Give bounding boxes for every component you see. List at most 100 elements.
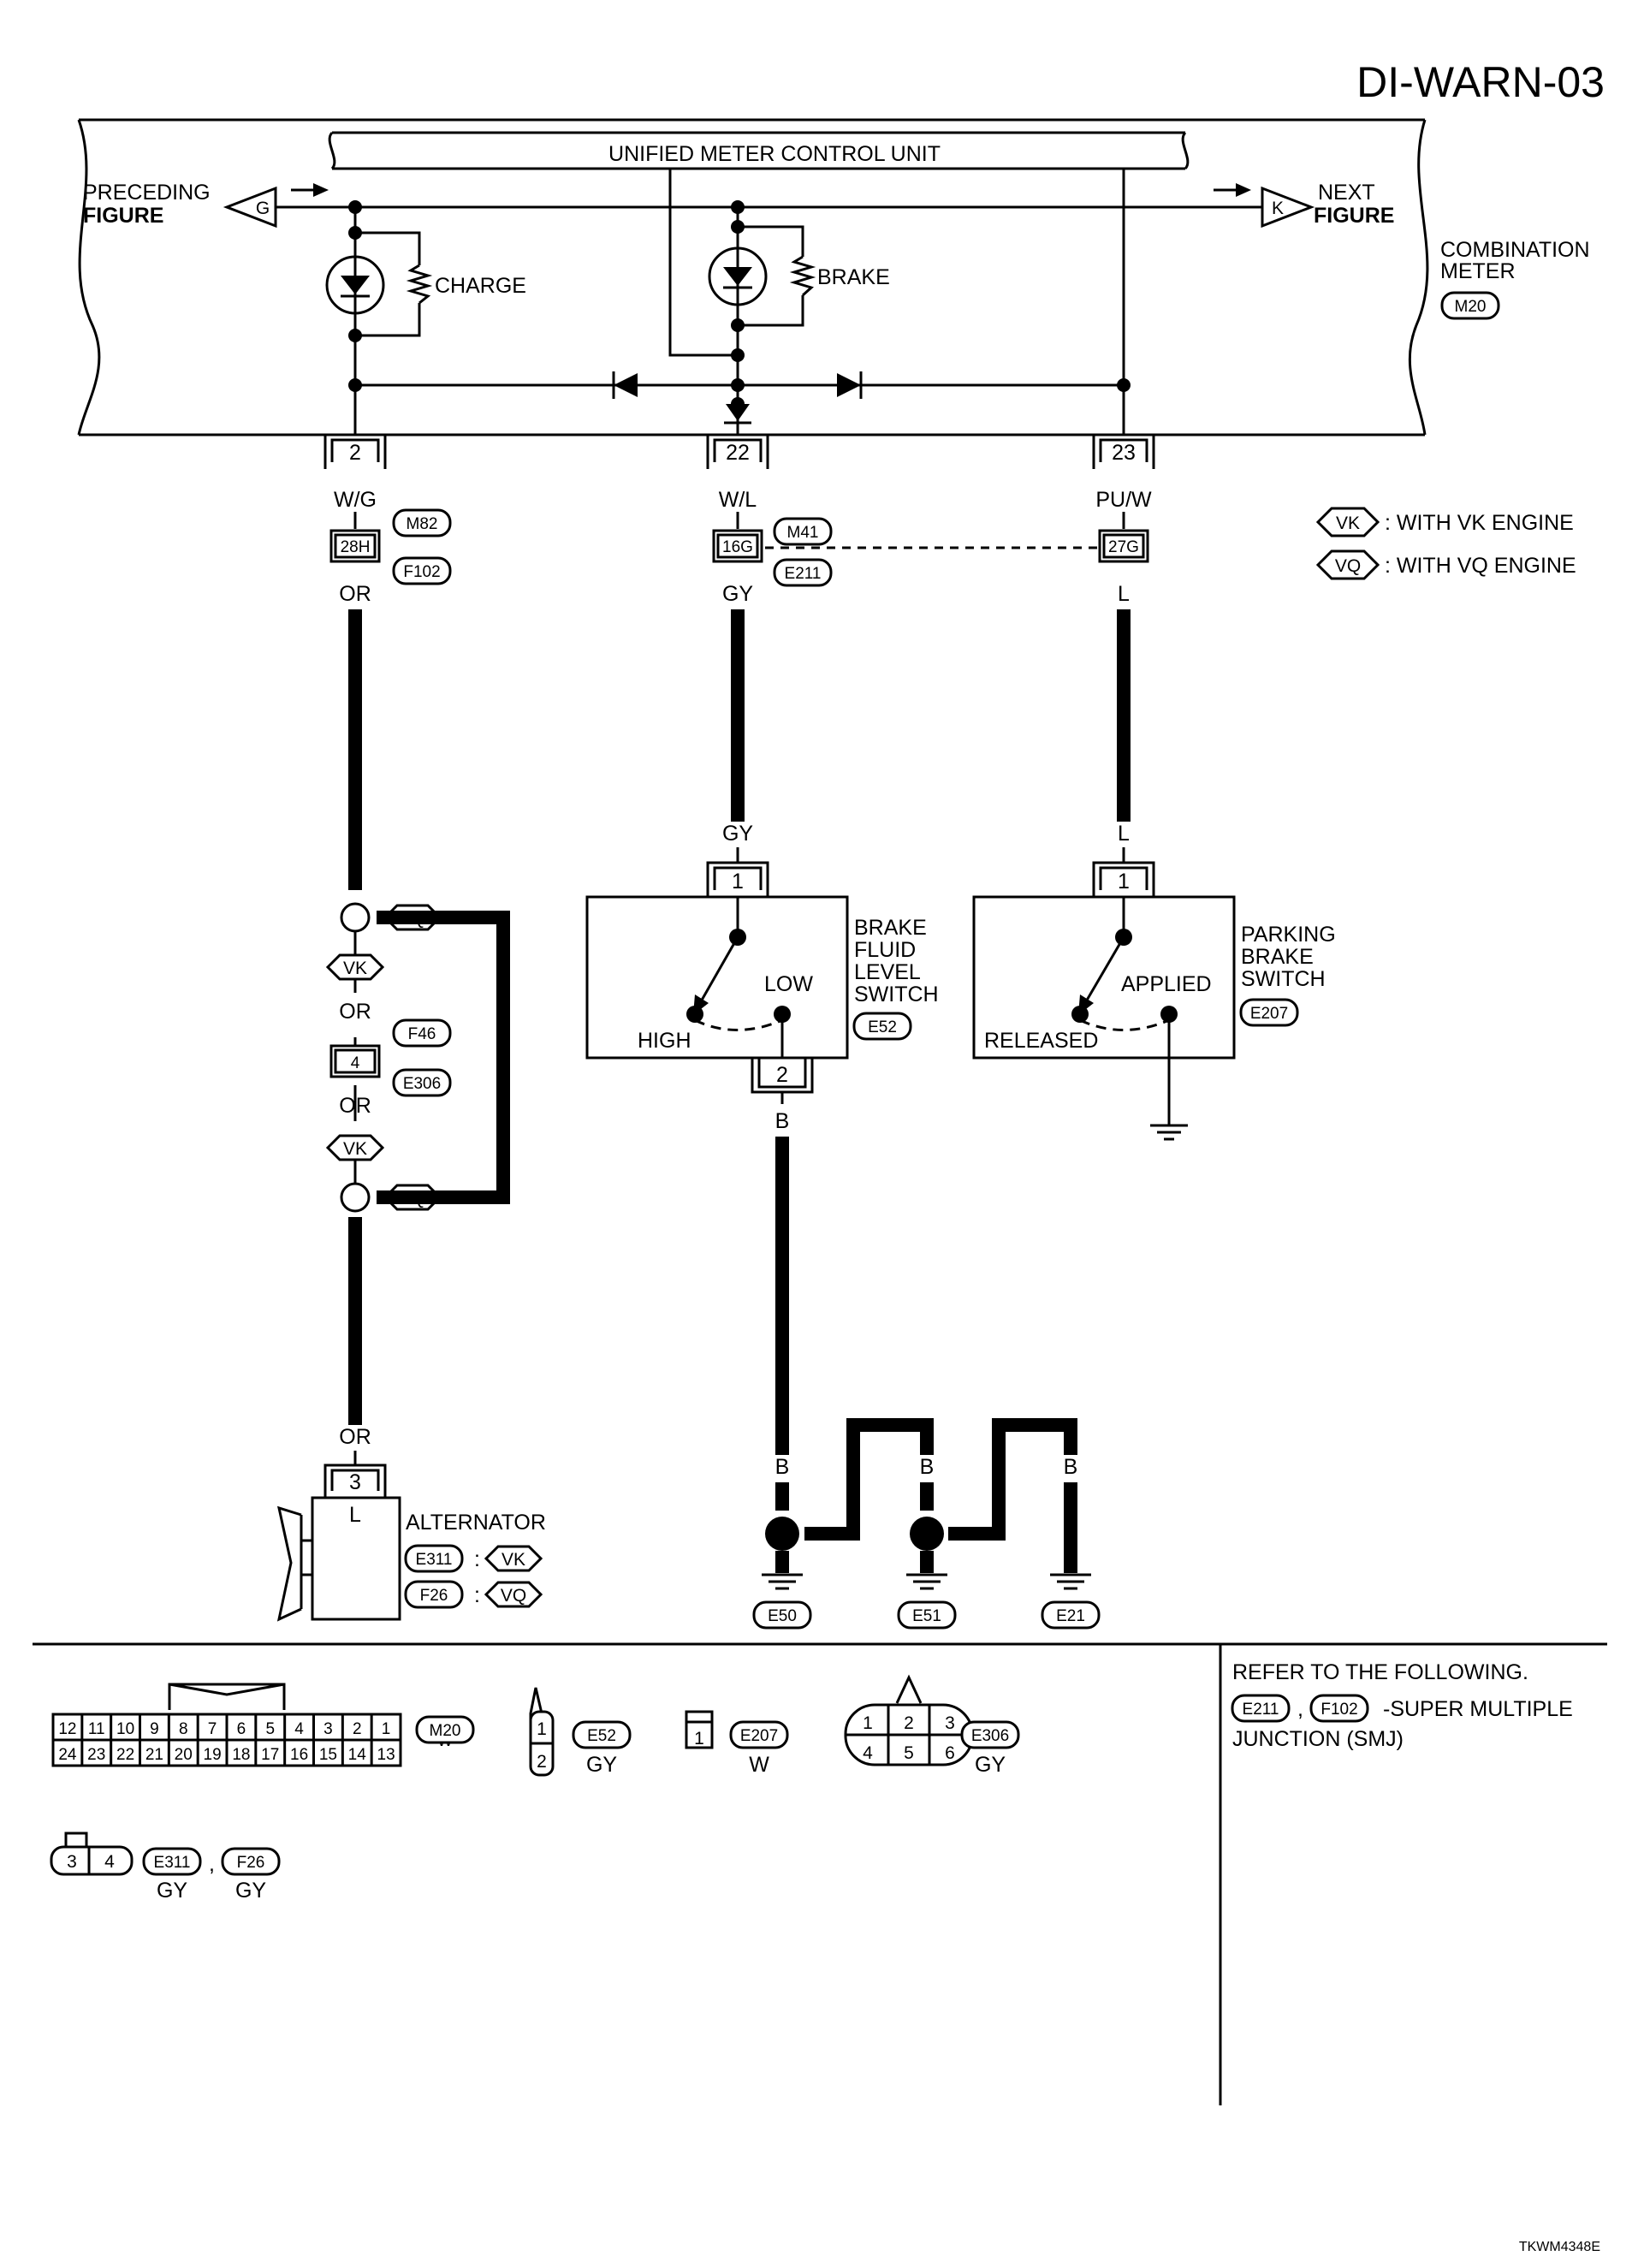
svg-text:F26: F26 bbox=[420, 1587, 448, 1605]
svg-text:3: 3 bbox=[67, 1852, 77, 1872]
combination-label-2: METER bbox=[1440, 259, 1516, 283]
svg-text:E21: E21 bbox=[1056, 1607, 1085, 1625]
svg-text:16G: 16G bbox=[722, 538, 753, 556]
wire-color-wl: W/L bbox=[719, 488, 757, 512]
wire-color-or-2: OR bbox=[339, 1000, 371, 1024]
ground-e50: E50 bbox=[752, 1600, 812, 1630]
preceding-figure-marker: PRECEDING FIGURE G bbox=[83, 181, 329, 229]
preceding-tag: G bbox=[256, 199, 270, 218]
svg-text:VK: VK bbox=[501, 1550, 525, 1570]
svg-text:E50: E50 bbox=[768, 1607, 797, 1625]
m20-connector-ref: M20 bbox=[1440, 291, 1500, 320]
m20-pin-label: 2 bbox=[353, 1720, 362, 1738]
junction-4: 4 F46 E306 bbox=[329, 1018, 452, 1097]
vk-tag-upper: VK bbox=[325, 953, 385, 981]
next-figure-marker: K NEXT FIGURE bbox=[1214, 181, 1394, 229]
junction-28h: 28H M82 F102 bbox=[329, 508, 452, 585]
wire-color-wg: W/G bbox=[334, 488, 377, 512]
svg-text:F102: F102 bbox=[403, 563, 440, 581]
svg-text:E311: E311 bbox=[154, 1854, 191, 1872]
preceding-label-1: PRECEDING bbox=[83, 181, 211, 205]
svg-text:VK: VK bbox=[343, 959, 367, 978]
wire-color-l-1: L bbox=[1118, 582, 1130, 606]
alternator: 3 L ALTERNATOR E311 : VK F26 : VQ bbox=[276, 1451, 546, 1622]
legend: VK : WITH VK ENGINE VQ : WITH VQ ENGINE bbox=[1315, 507, 1576, 580]
svg-text:W: W bbox=[749, 1753, 769, 1777]
footer-code: TKWM4348E bbox=[1519, 2240, 1600, 2254]
unified-meter-control-unit: UNIFIED METER CONTROL UNIT bbox=[328, 131, 1190, 170]
ground-circuit: B B B B B bbox=[762, 1418, 1091, 1590]
wire-color-or-4: OR bbox=[339, 1425, 371, 1449]
svg-text:E211: E211 bbox=[1243, 1701, 1279, 1719]
combination-meter-frame bbox=[77, 118, 1429, 436]
connector-view-e306: 1 2 3 4 5 6 E306 GY bbox=[844, 1674, 1020, 1777]
parking-released: RELEASED bbox=[984, 1029, 1098, 1053]
svg-text:F46: F46 bbox=[408, 1025, 436, 1043]
svg-text:1: 1 bbox=[863, 1713, 873, 1733]
svg-text:E207: E207 bbox=[740, 1727, 778, 1745]
svg-text:5: 5 bbox=[904, 1743, 914, 1763]
junction-16g: 16G M41 E211 bbox=[712, 512, 833, 587]
svg-text:6: 6 bbox=[945, 1743, 955, 1763]
svg-text:F102: F102 bbox=[1320, 1701, 1357, 1719]
m20-pin-label: 15 bbox=[319, 1746, 337, 1764]
parking-pin1: 1 bbox=[1118, 870, 1130, 894]
next-label-1: NEXT bbox=[1318, 181, 1375, 205]
parking-label-2: BRAKE bbox=[1241, 945, 1314, 969]
svg-text:VQ: VQ bbox=[400, 909, 425, 929]
brake-fluid-circuit: GY 1 HIGH LOW 2 B BRAKE FLUID LEVEL SWIT… bbox=[585, 609, 939, 1455]
svg-text:GY: GY bbox=[157, 1879, 187, 1903]
parking-applied: APPLIED bbox=[1121, 972, 1212, 996]
diodes bbox=[612, 371, 863, 425]
wire-color-b-2: B bbox=[775, 1455, 790, 1479]
refer-section: REFER TO THE FOLLOWING. E211 , F102 -SUP… bbox=[1231, 1660, 1573, 1751]
unified-meter-label: UNIFIED METER CONTROL UNIT bbox=[608, 142, 941, 166]
ground-e21: E21 bbox=[1041, 1600, 1101, 1630]
wire-color-b-4: B bbox=[920, 1455, 935, 1479]
wire-color-or-3: OR bbox=[339, 1094, 371, 1118]
wire-color-b-5: B bbox=[992, 1455, 1006, 1479]
alternator-label: ALTERNATOR bbox=[406, 1511, 546, 1535]
m20-pin-label: 21 bbox=[145, 1746, 163, 1764]
m20-pin-label: 8 bbox=[179, 1720, 188, 1738]
vq-tag-lower: VQ bbox=[383, 1184, 442, 1211]
svg-text:M82: M82 bbox=[407, 515, 438, 533]
terminal-2: 2 bbox=[323, 433, 387, 469]
option-point-lower bbox=[340, 1182, 371, 1213]
svg-text:,: , bbox=[1297, 1697, 1303, 1721]
vk-tag-lower: VK bbox=[325, 1134, 385, 1161]
svg-text::: : bbox=[474, 1547, 480, 1571]
m20-pin-label: 7 bbox=[208, 1720, 217, 1738]
svg-text:E306: E306 bbox=[403, 1075, 441, 1093]
svg-text:1: 1 bbox=[537, 1719, 547, 1739]
brake-fluid-pin1: 1 bbox=[732, 870, 744, 894]
m20-pin-label: 23 bbox=[87, 1746, 105, 1764]
connector-view-e207: 1 E207 W bbox=[685, 1710, 789, 1777]
svg-text:3: 3 bbox=[945, 1713, 955, 1733]
svg-text:F26: F26 bbox=[237, 1854, 265, 1872]
next-tag: K bbox=[1272, 199, 1284, 218]
junction-dots bbox=[348, 200, 1131, 411]
wire-color-b-6: B bbox=[1064, 1455, 1078, 1479]
svg-text:E306: E306 bbox=[971, 1727, 1009, 1745]
preceding-label-2: FIGURE bbox=[83, 204, 163, 228]
svg-text:L: L bbox=[349, 1503, 361, 1527]
svg-text:VQ: VQ bbox=[400, 1189, 425, 1208]
brake-label: BRAKE bbox=[817, 265, 890, 289]
legend-vq-tag: VQ bbox=[1335, 556, 1361, 576]
svg-text:E52: E52 bbox=[587, 1727, 616, 1745]
brake-fluid-label-2: FLUID bbox=[854, 938, 916, 962]
terminal-22: 22 bbox=[706, 433, 769, 469]
terminal-23: 23 bbox=[1092, 433, 1155, 469]
svg-text:2: 2 bbox=[349, 441, 361, 465]
parking-brake-circuit: L 1 RELEASED APPLIED PARKING BRAKE SWITC… bbox=[972, 609, 1336, 1141]
svg-text:VK: VK bbox=[343, 1139, 367, 1159]
m20-pin-label: 16 bbox=[290, 1746, 308, 1764]
m20-id-ref: M20 bbox=[415, 1715, 475, 1744]
junction-27g: 27G bbox=[1098, 512, 1149, 563]
connector-view-e52: 1 2 E52 GY bbox=[529, 1687, 632, 1777]
ground-e51: E51 bbox=[897, 1600, 957, 1630]
svg-text:M41: M41 bbox=[787, 524, 819, 542]
combination-label-1: COMBINATION bbox=[1440, 238, 1590, 262]
